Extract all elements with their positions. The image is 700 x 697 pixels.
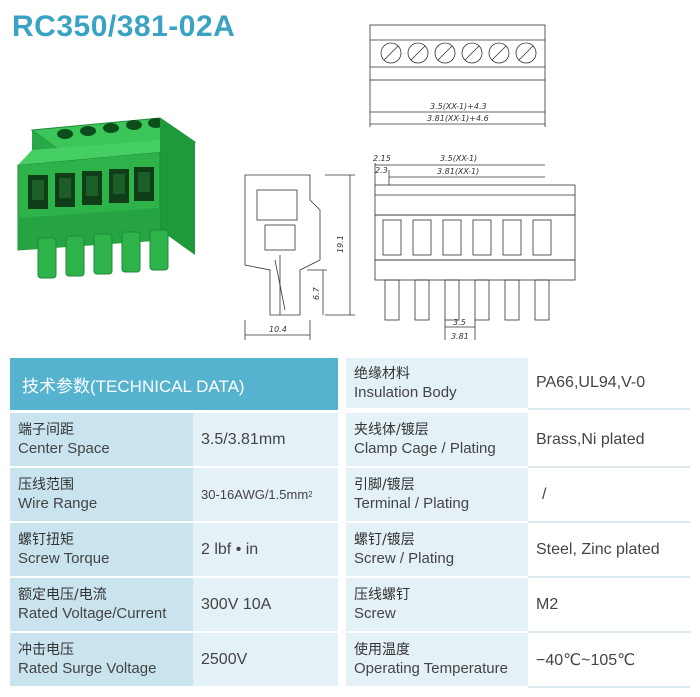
front-dim-2: 2.3 [375, 166, 388, 175]
front-dim-4: 3.81(XX-1) [437, 167, 479, 176]
table-row: 冲击电压 Rated Surge Voltage 2500V 使用温度 Oper… [10, 633, 690, 688]
table-row: 螺钉扭矩 Screw Torque 2 lbf • in 螺钉/镀层 Screw… [10, 523, 690, 578]
front-dim-3: 3.5(XX-1) [440, 154, 477, 163]
table-label: 绝缘材料 Insulation Body [346, 358, 528, 410]
table-label: 冲击电压 Rated Surge Voltage [10, 633, 193, 688]
table-label: 压线范围 Wire Range [10, 468, 193, 523]
table-header-row: 技术参数(TECHNICAL DATA) 绝缘材料 Insulation Bod… [10, 358, 690, 410]
top-dim-1: 3.5(XX-1)+4.3 [430, 102, 487, 111]
table-label: 引脚/镀层 Terminal / Plating [346, 468, 528, 523]
table-label: 端子间距 Center Space [10, 413, 193, 468]
table-label: 压线螺钉 Screw [346, 578, 528, 633]
front-dim-1: 2.15 [373, 154, 391, 163]
side-dim-height: 19.1 [336, 235, 345, 253]
table-row: 端子间距 Center Space 3.5/3.81mm 夹线体/镀层 Clam… [10, 413, 690, 468]
product-image [17, 117, 197, 279]
table-label: 螺钉扭矩 Screw Torque [10, 523, 193, 578]
front-dim-6: 3.81 [451, 332, 469, 341]
top-dim-2: 3.81(XX-1)+4.6 [427, 114, 489, 123]
table-row: 额定电压/电流 Rated Voltage/Current 300V 10A 压… [10, 578, 690, 633]
product-title: RC350/381-02A [12, 10, 236, 43]
table-value: PA66,UL94,V-0 [528, 358, 690, 410]
table-value: −40℃~105℃ [528, 633, 690, 688]
table-value: Brass,Ni plated [528, 413, 690, 468]
technical-drawing: 3.5(XX-1)+4.3 3.81(XX-1)+4.6 2.15 2.3 3.… [244, 24, 576, 341]
table-label: 夹线体/镀层 Clamp Cage / Plating [346, 413, 528, 468]
table-value: 300V 10A [193, 578, 338, 633]
table-value: Steel, Zinc plated [528, 523, 690, 578]
table-header: 技术参数(TECHNICAL DATA) [10, 358, 338, 410]
table-value: 2500V [193, 633, 338, 688]
technical-data-table: 技术参数(TECHNICAL DATA) 绝缘材料 Insulation Bod… [10, 358, 690, 688]
table-label: 额定电压/电流 Rated Voltage/Current [10, 578, 193, 633]
front-dim-5: 3.5 [453, 318, 466, 327]
table-value: 2 lbf • in [193, 523, 338, 578]
table-value: / [528, 468, 690, 523]
table-label: 螺钉/镀层 Screw / Plating [346, 523, 528, 578]
side-dim-width: 10.4 [269, 325, 287, 334]
table-value: M2 [528, 578, 690, 633]
table-value: 3.5/3.81mm [193, 413, 338, 468]
table-label: 使用温度 Operating Temperature [346, 633, 528, 688]
side-dim-low: 6.7 [312, 286, 321, 300]
